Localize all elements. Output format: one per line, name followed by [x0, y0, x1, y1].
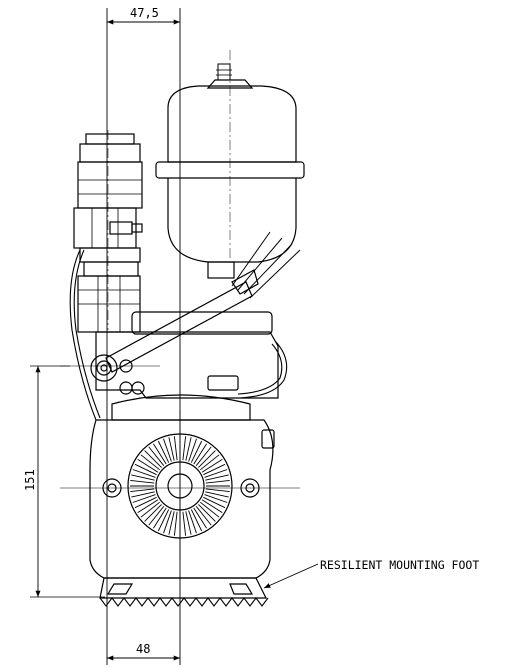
- dimension-top-width: 47,5: [107, 6, 180, 25]
- dim-bottom-width-label: 48: [136, 642, 150, 656]
- dim-height-label: 151: [23, 469, 37, 491]
- cable-gland: [105, 231, 301, 373]
- dimension-bottom-width: 48: [107, 642, 180, 661]
- expansion-tank: [155, 63, 305, 279]
- pump-head: [90, 311, 279, 399]
- callout-label: RESILIENT MOUNTING FOOT: [320, 558, 479, 572]
- motor-body: [89, 394, 275, 579]
- dimension-height: 151: [23, 365, 105, 598]
- callout-mounting-foot: RESILIENT MOUNTING FOOT: [263, 558, 479, 589]
- union-fitting: [77, 247, 141, 333]
- pump-outline: [60, 8, 305, 665]
- resilient-foot: [99, 577, 269, 607]
- dim-top-width-label: 47,5: [130, 6, 159, 20]
- motor-fan-fins: [130, 436, 230, 536]
- power-cable: [69, 249, 288, 421]
